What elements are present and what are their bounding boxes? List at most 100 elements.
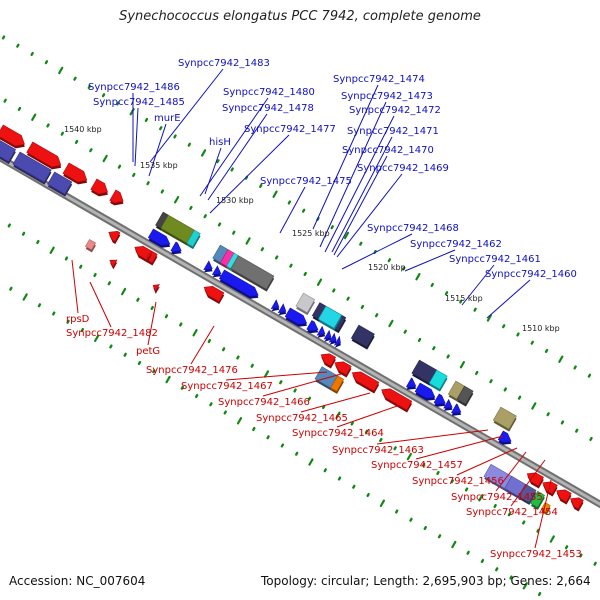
tick-mark: [303, 271, 307, 277]
tick-mark: [46, 123, 50, 128]
tick-mark: [192, 329, 198, 337]
tick-mark: [174, 196, 180, 204]
tick-mark: [146, 181, 150, 186]
backbone-core: [0, 156, 600, 506]
scale-label: 1540 kbp: [64, 125, 102, 134]
tick-mark: [260, 247, 265, 252]
cog-box-plus: [295, 292, 316, 314]
tick-mark: [109, 344, 113, 349]
tick-mark: [307, 396, 312, 401]
gene-arrow-plus-red: [90, 178, 108, 195]
gene-arrow-plus: [270, 299, 280, 310]
tick-mark: [360, 304, 365, 310]
tick-mark: [209, 402, 213, 407]
tick-mark: [107, 281, 112, 286]
pseudo-gene-box: [85, 239, 97, 251]
genome-summary-text: Topology: circular; Length: 2,695,903 bp…: [261, 574, 591, 588]
plus-gene-label: Synpcc7942_1477: [244, 124, 336, 135]
tick-mark: [530, 340, 534, 345]
feature-layer: [0, 124, 584, 515]
cog-box-minus: [330, 375, 345, 392]
tick-mark: [287, 200, 292, 205]
tick-mark: [544, 348, 549, 354]
tick-mark: [263, 370, 270, 378]
tick-mark: [201, 149, 207, 157]
minus-gene-label: Synpcc7942_1453: [490, 549, 582, 560]
gene-arrow-plus: [284, 307, 308, 325]
tick-mark: [564, 545, 569, 550]
plus-gene-label: Synpcc7942_1461: [449, 254, 541, 265]
tick-mark: [423, 525, 427, 531]
minus-gene-label: Synpcc7942_1465: [256, 413, 348, 424]
tick-mark: [589, 436, 593, 442]
tick-mark: [116, 101, 120, 106]
tick-mark: [194, 393, 199, 399]
tick-mark: [501, 324, 506, 329]
tick-mark: [451, 540, 457, 549]
plus-gene-label: Synpcc7942_1468: [367, 223, 459, 234]
plus-gene-label-leader: [134, 107, 139, 167]
gene-arrow-plus: [451, 403, 462, 414]
tick-mark: [374, 313, 379, 318]
tick-mark: [52, 311, 56, 316]
cog-box-plus: [350, 324, 375, 348]
tick-mark: [250, 363, 254, 368]
tick-mark: [446, 354, 450, 359]
plus-gene-label: hisH: [209, 137, 231, 148]
tick-mark: [217, 222, 222, 227]
cog-box-plus: [456, 385, 474, 405]
plus-gene-label-leader: [486, 279, 531, 319]
small-gene-minus: [109, 259, 118, 268]
plus-gene-label: Synpcc7942_1485: [93, 97, 185, 108]
tick-mark: [379, 499, 385, 507]
minus-gene-label-leader: [376, 429, 489, 445]
minus-gene-label: Synpcc7942_1467: [181, 381, 273, 392]
minus-gene-label-leader: [71, 259, 79, 314]
tick-mark: [152, 369, 156, 374]
plus-gene-label-leader: [319, 101, 387, 248]
gene-arrow-minus: [134, 245, 158, 264]
tick-mark: [294, 451, 299, 456]
tick-mark: [74, 139, 79, 145]
plus-gene-label: Synpcc7942_1483: [178, 58, 270, 69]
cog-box-minus: [540, 502, 551, 513]
tick-mark: [159, 126, 163, 131]
tick-mark: [379, 437, 383, 443]
tick-mark: [587, 373, 592, 378]
tick-mark: [346, 296, 350, 301]
tick-mark: [444, 291, 449, 296]
tick-mark: [516, 332, 520, 337]
gene-arrow-plus: [405, 377, 417, 388]
tick-mark: [323, 468, 327, 473]
tick-mark: [73, 76, 77, 81]
tick-mark: [364, 429, 369, 434]
gene-arrow-minus: [569, 497, 584, 510]
tick-mark: [393, 446, 397, 451]
tick-mark: [150, 305, 154, 311]
tick-mark: [308, 458, 314, 466]
tick-mark: [259, 183, 263, 189]
tick-mark: [409, 517, 413, 522]
plus-gene-label: Synpcc7942_1462: [410, 239, 502, 250]
gene-arrow-plus: [333, 335, 341, 346]
gene-arrow-plus-red: [62, 162, 88, 183]
gene-arrow-plus: [306, 320, 319, 332]
plus-gene-label-leader: [279, 186, 306, 234]
plus-gene-label: Synpcc7942_1478: [222, 103, 314, 114]
tick-mark: [31, 113, 37, 121]
minus-gene-label-leader: [190, 325, 215, 365]
tick-mark: [160, 189, 165, 194]
minus-gene-label-leader: [510, 459, 546, 507]
plus-gene-label: Synpcc7942_1460: [485, 269, 577, 280]
plus-gene-label-leader: [324, 115, 395, 253]
tick-mark: [388, 319, 394, 328]
minus-gene-label: Synpcc7942_1463: [332, 445, 424, 456]
tick-mark: [60, 131, 64, 136]
tick-mark: [579, 553, 583, 558]
minus-gene-label-leader: [456, 447, 518, 476]
tick-mark: [417, 337, 422, 343]
gene-arrow-plus-red: [0, 124, 25, 147]
minus-gene-label: Synpcc7942_1476: [146, 365, 238, 376]
plus-gene-label: Synpcc7942_1472: [349, 105, 441, 116]
minus-gene-label-leader: [336, 404, 401, 428]
